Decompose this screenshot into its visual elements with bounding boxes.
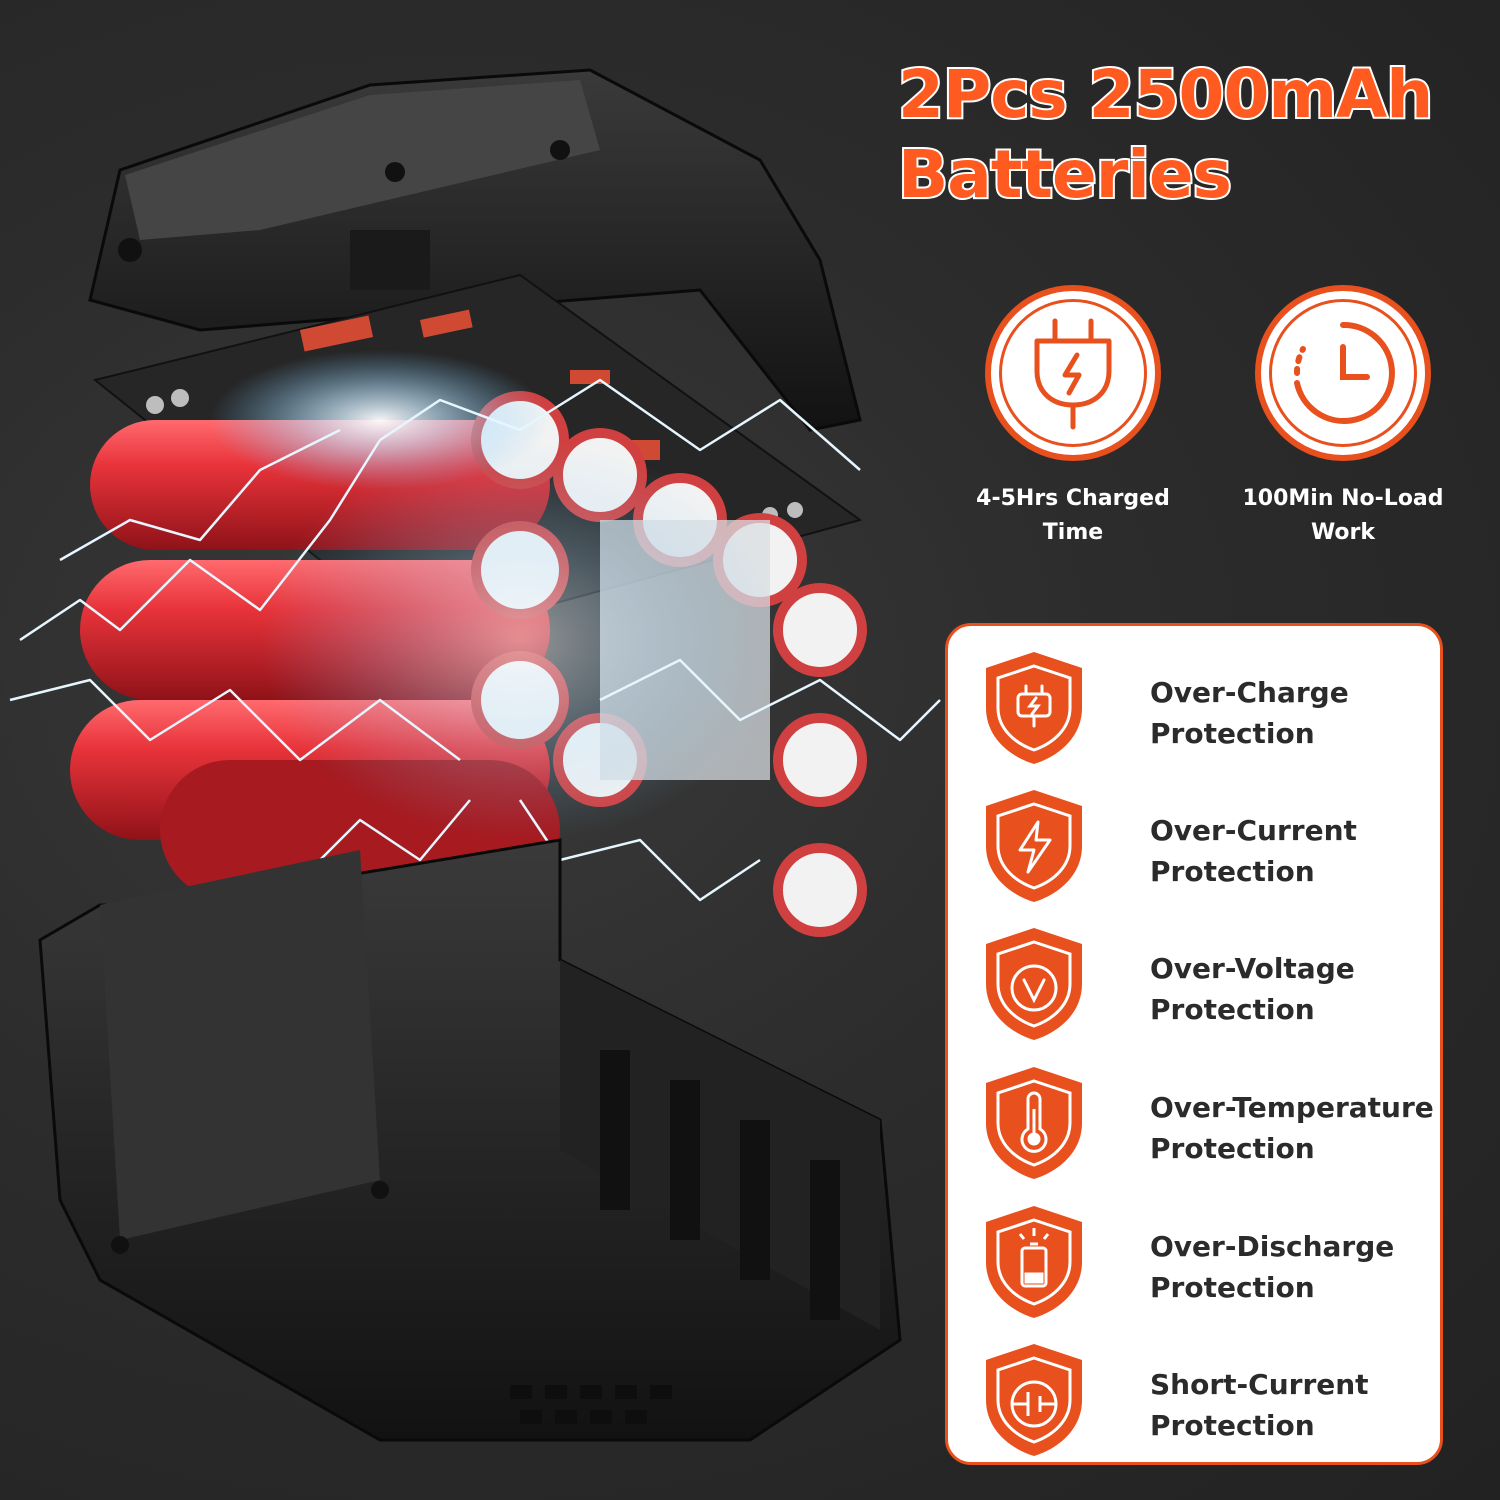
prot-title: Over-Current — [1150, 814, 1357, 847]
short-circuit-shield-icon — [986, 1344, 1082, 1456]
headline-line1: 2Pcs 2500mAh — [896, 54, 1435, 135]
charge-time-line1: 4-5Hrs Charged — [976, 486, 1170, 511]
headline-line2: Batteries — [896, 134, 1234, 215]
prot-title: Over-Voltage — [1150, 952, 1355, 985]
charge-time-badge — [985, 285, 1161, 461]
plug-icon — [1034, 318, 1112, 430]
prot-title: Over-Temperature — [1150, 1091, 1434, 1124]
work-time-line2: Work — [1310, 520, 1376, 545]
headline: 2Pcs 2500mAh Batteries — [896, 54, 1498, 215]
lightning-effect — [9, 350, 941, 902]
prot-title: Short-Current — [1150, 1368, 1369, 1401]
charge-time-label: 4-5Hrs Charged Time — [943, 482, 1203, 550]
work-time-label: 100Min No-Load Work — [1213, 482, 1473, 550]
work-time-badge — [1255, 285, 1431, 461]
prot-title: Over-Charge — [1150, 676, 1349, 709]
prot-subtitle: Protection — [1150, 993, 1315, 1026]
top-housing — [88, 68, 862, 432]
prot-subtitle: Protection — [1150, 1271, 1315, 1304]
charge-time-line2: Time — [1042, 520, 1104, 545]
lightning-shield-icon — [986, 790, 1082, 902]
bottom-housing — [38, 838, 902, 1442]
work-time-line1: 100Min No-Load — [1242, 486, 1444, 511]
plug-shield-icon — [986, 652, 1082, 764]
prot-subtitle: Protection — [1150, 855, 1315, 888]
prot-subtitle: Protection — [1150, 1409, 1315, 1442]
battery-exploded-illustration — [9, 68, 941, 1442]
clock-icon — [1293, 321, 1395, 424]
battery-shield-icon — [986, 1206, 1082, 1318]
prot-title: Over-Discharge — [1150, 1230, 1395, 1263]
thermometer-shield-icon — [986, 1067, 1082, 1179]
prot-subtitle: Protection — [1150, 1132, 1315, 1165]
prot-subtitle: Protection — [1150, 717, 1315, 750]
voltage-shield-icon — [986, 928, 1082, 1040]
